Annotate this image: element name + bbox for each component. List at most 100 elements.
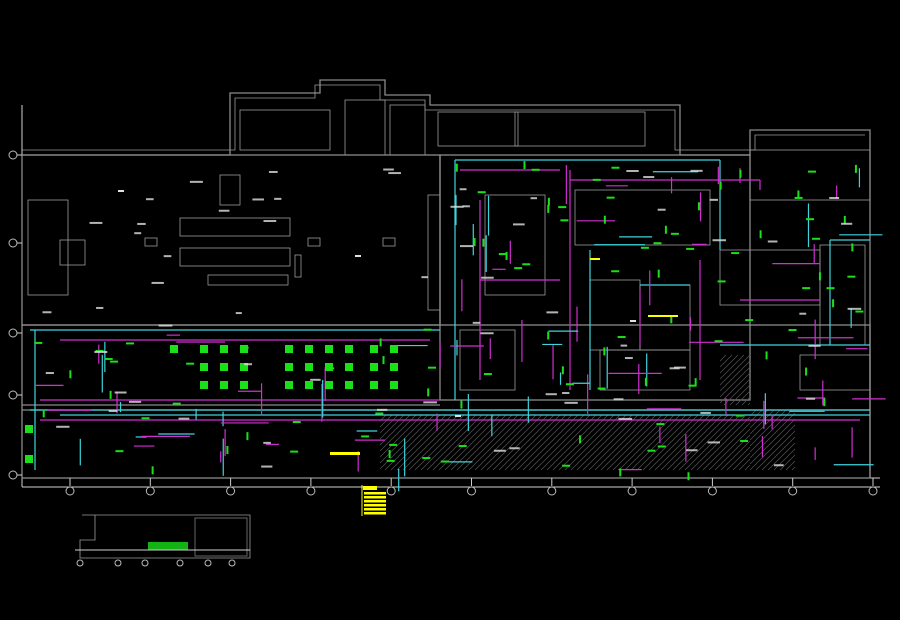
hatch-line <box>779 454 796 471</box>
hatch-line <box>642 414 699 471</box>
linear-diffuser <box>759 230 762 239</box>
room-label-mark <box>137 222 146 225</box>
linear-diffuser <box>42 409 45 418</box>
hatch-line <box>672 414 729 471</box>
hatch-line <box>510 414 567 471</box>
linear-diffuser <box>745 319 754 322</box>
axis-bubble <box>204 559 212 567</box>
hatch-line <box>606 414 663 471</box>
room-label-mark <box>235 312 242 315</box>
linear-diffuser <box>109 390 112 399</box>
square-diffuser <box>345 363 353 371</box>
linear-diffuser <box>854 164 857 173</box>
linear-diffuser <box>611 166 620 169</box>
room-label-mark <box>42 311 52 314</box>
axis-bubble <box>145 486 155 496</box>
square-diffuser <box>240 363 248 371</box>
grid-axes <box>21 105 880 488</box>
room-label-mark <box>712 239 727 242</box>
hatch-line <box>636 414 693 471</box>
hatch-line <box>741 396 751 406</box>
room-label-mark <box>767 240 778 243</box>
linear-diffuser <box>843 215 846 224</box>
linear-diffuser <box>694 378 697 387</box>
hatch-line <box>696 416 751 471</box>
square-diffuser <box>325 381 333 389</box>
square-diffuser <box>220 381 228 389</box>
hatch-line <box>414 414 471 471</box>
room-label-mark <box>178 417 190 420</box>
hatch-line <box>747 402 751 406</box>
linear-diffuser <box>640 246 649 249</box>
room-label-mark <box>459 188 467 191</box>
room-label-mark <box>674 366 686 369</box>
axis-bubble <box>228 559 236 567</box>
hatch-line <box>540 414 597 471</box>
linear-diffuser <box>739 169 742 178</box>
linear-diffuser <box>611 270 620 273</box>
hatch-line <box>618 414 675 471</box>
linear-diffuser <box>473 238 476 247</box>
linear-diffuser <box>361 435 370 438</box>
linear-diffuser <box>653 242 662 245</box>
linear-diffuser <box>240 346 249 349</box>
axis-bubble <box>868 486 878 496</box>
hatch-line <box>719 354 733 368</box>
hatch-line <box>444 414 501 471</box>
hatch-line <box>791 466 796 471</box>
linear-diffuser <box>805 367 808 376</box>
room-label-mark <box>690 169 703 172</box>
room-label-mark <box>244 363 253 366</box>
room-label-mark <box>562 392 570 395</box>
room-label-mark <box>805 397 816 400</box>
hatch-line <box>755 430 796 471</box>
linear-diffuser <box>735 414 744 417</box>
room-label-mark <box>545 393 557 396</box>
linear-diffuser <box>522 263 531 266</box>
linear-diffuser <box>379 338 382 347</box>
hatch-line <box>767 442 796 471</box>
legend-row <box>364 500 386 503</box>
linear-diffuser <box>290 450 299 453</box>
linear-diffuser <box>765 351 768 360</box>
linear-diffuser <box>523 161 526 170</box>
room-label-mark <box>808 344 821 347</box>
yellow-note <box>648 315 678 317</box>
hatch-line <box>396 414 453 471</box>
room-annotations <box>42 168 862 516</box>
linear-diffuser <box>647 449 656 452</box>
hatch-line <box>379 414 399 434</box>
linear-diffuser <box>498 253 507 256</box>
linear-diffuser <box>382 356 385 365</box>
axis-bubble <box>8 238 18 248</box>
air-diffusers <box>25 161 864 481</box>
hatch-line <box>719 354 751 386</box>
square-diffuser <box>285 345 293 353</box>
room-label-mark <box>686 449 698 452</box>
linear-diffuser <box>104 357 113 360</box>
hatch-line <box>379 414 429 464</box>
square-diffuser <box>285 381 293 389</box>
hatch-line <box>402 414 459 471</box>
room-label-mark <box>546 311 559 314</box>
square-diffuser <box>345 345 353 353</box>
linear-diffuser <box>656 423 665 426</box>
linear-diffuser <box>832 299 835 308</box>
axis-bubble <box>8 328 18 338</box>
linear-diffuser <box>423 328 432 331</box>
room-label-mark <box>94 351 108 354</box>
linear-diffuser <box>547 331 550 340</box>
room-label-mark <box>96 306 104 309</box>
linear-diffuser <box>686 247 695 250</box>
linear-diffuser <box>151 466 154 475</box>
hatch-line <box>450 414 507 471</box>
axis-bubble <box>76 559 84 567</box>
legend-row <box>364 492 386 495</box>
hatch-line <box>749 424 796 471</box>
square-diffuser <box>220 345 228 353</box>
room-label-mark <box>163 255 172 258</box>
axis-bubbles <box>8 150 878 567</box>
hatch-line <box>564 414 621 471</box>
axis-bubble <box>386 486 396 496</box>
